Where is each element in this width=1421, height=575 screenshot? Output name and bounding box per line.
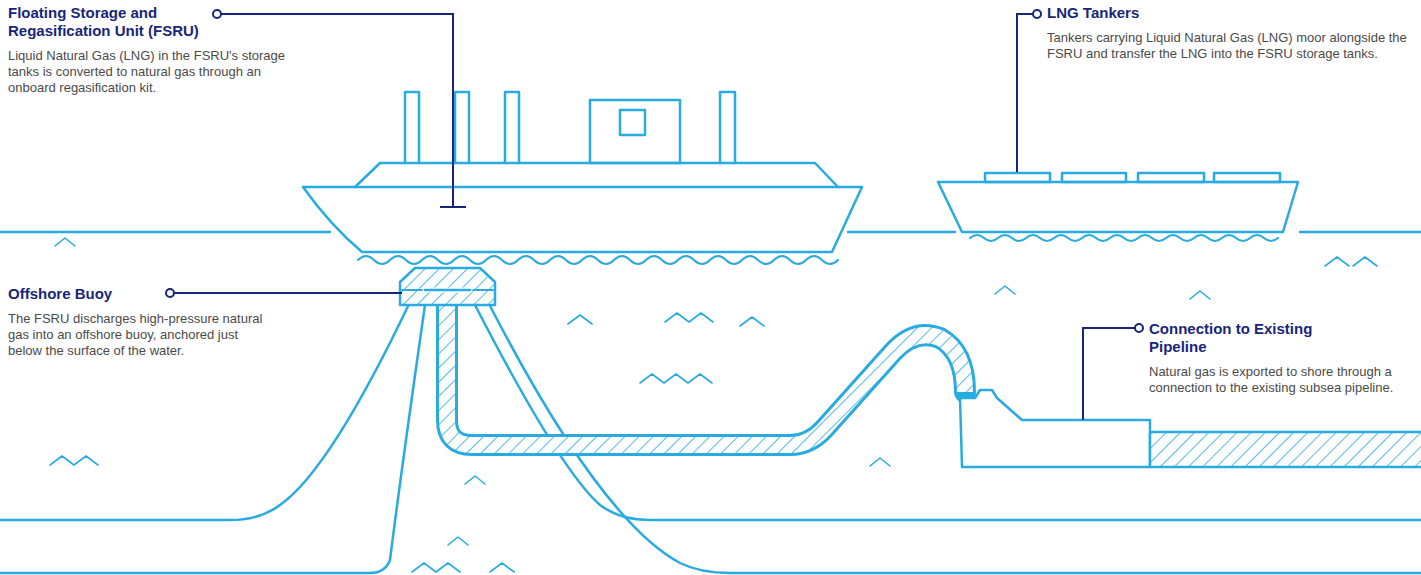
callout-heading: Floating Storage and Regasification Unit… [8,4,223,40]
callout-text: Natural gas is exported to shore through… [1149,364,1409,396]
callout-text: Tankers carrying Liquid Natural Gas (LNG… [1047,30,1417,62]
callout-heading: LNG Tankers [1047,4,1407,22]
callout-text: Liquid Natural Gas (LNG) in the FSRU's s… [8,48,308,96]
callout-heading: Connection to Existing Pipeline [1149,320,1349,356]
callout-heading: Offshore Buoy [8,285,248,303]
callout-text: The FSRU discharges high-pressure natura… [8,311,263,359]
